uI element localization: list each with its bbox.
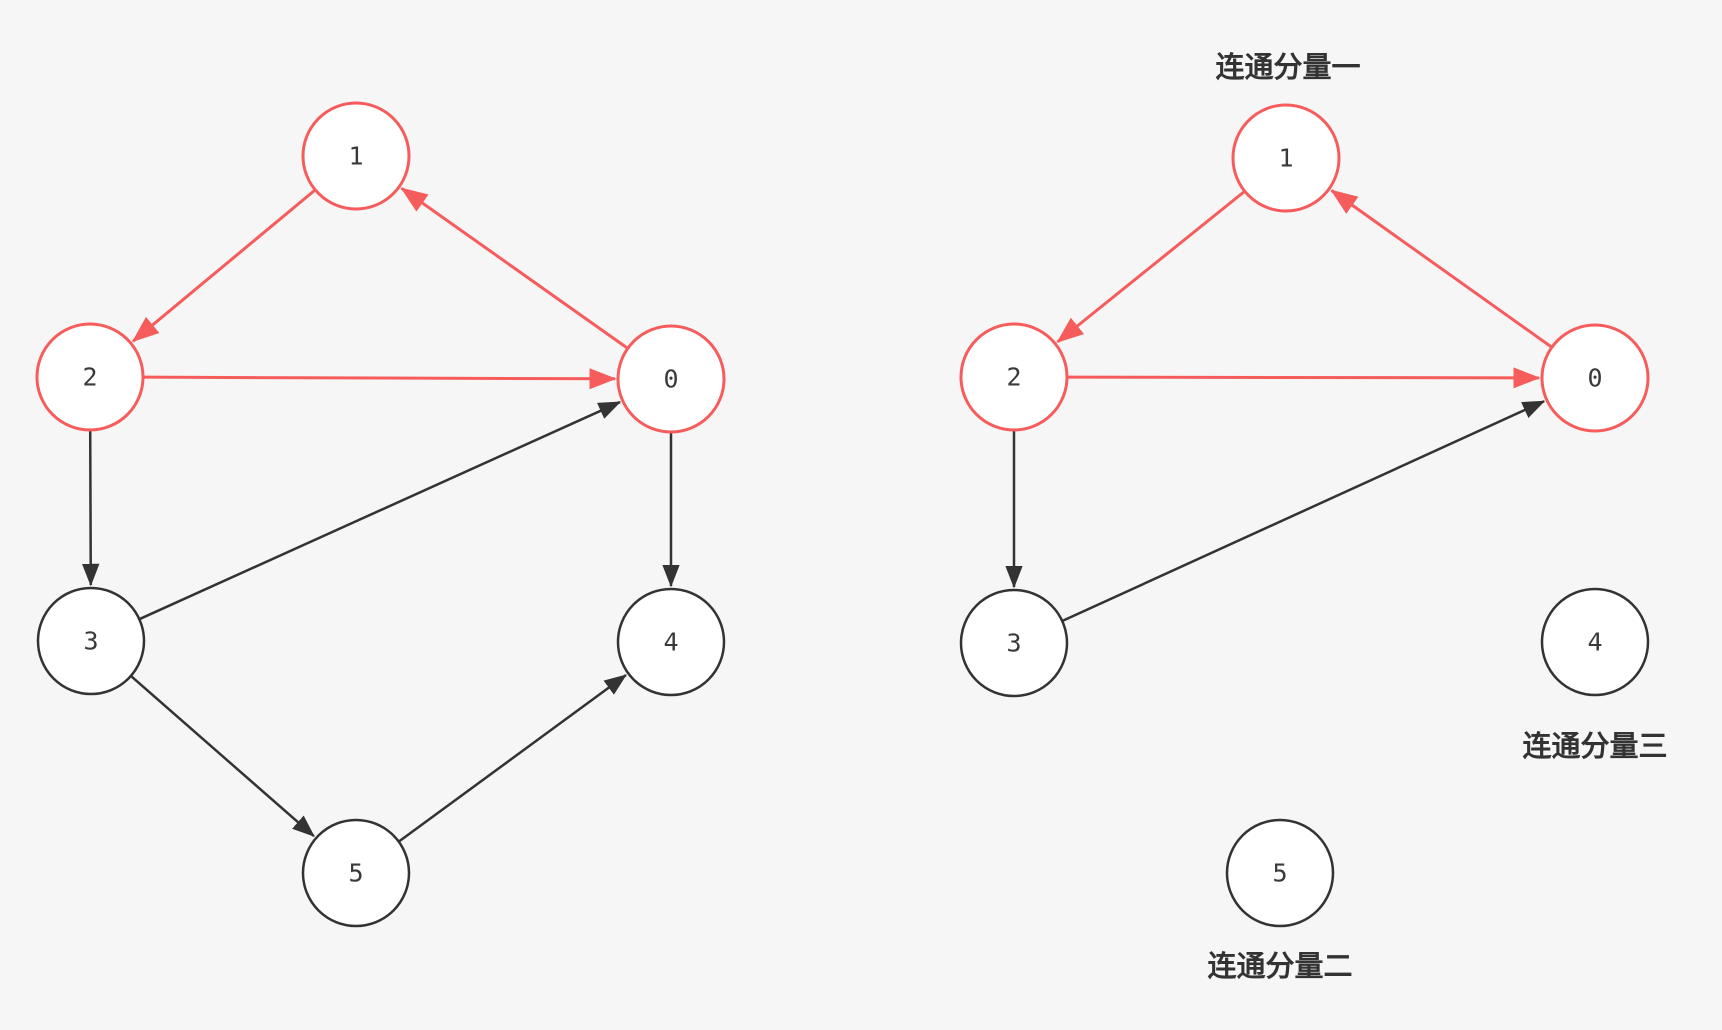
graph-components-node-4-label: 4 bbox=[1587, 628, 1602, 657]
graph-components-node-5-circle bbox=[1225, 818, 1335, 928]
graph-components-node-3: 3 bbox=[959, 588, 1069, 698]
graph-original-node-1-label: 1 bbox=[348, 142, 363, 171]
graph-components-node-0-circle bbox=[1540, 323, 1650, 433]
graph-components-edge-0-1 bbox=[1330, 189, 1553, 349]
graph-original-node-3-label: 3 bbox=[83, 627, 98, 656]
graph-components-node-0-label: 0 bbox=[1587, 364, 1602, 393]
graph-original-edge-3-5 bbox=[130, 674, 315, 838]
graph-original-edge-2-0 bbox=[142, 368, 617, 390]
graph-components-node-0: 0 bbox=[1540, 323, 1650, 433]
graph-components-node-5-label: 5 bbox=[1272, 859, 1287, 888]
graph-components-node-4: 4 bbox=[1540, 587, 1650, 697]
graph-original-node-0-label: 0 bbox=[663, 365, 678, 394]
graph-original-node-4-circle bbox=[616, 587, 726, 697]
component-1-label: 连通分量一 bbox=[1215, 51, 1360, 84]
graph-components-node-2-label: 2 bbox=[1006, 363, 1021, 392]
graph-components-edge-2-0 bbox=[1066, 367, 1541, 389]
graph-original-node-5: 5 bbox=[301, 818, 411, 928]
graph-original-node-1-circle bbox=[301, 101, 411, 211]
graph-components-edge-3-0 bbox=[1061, 400, 1546, 623]
graph-original-edge-5-4 bbox=[398, 674, 627, 843]
graph-original-edge-1-2 bbox=[131, 188, 317, 343]
graph-components-node-2-circle bbox=[959, 322, 1069, 432]
graph-components-edge-1-2 bbox=[1056, 190, 1246, 344]
graph-original-node-0-circle bbox=[616, 324, 726, 434]
graph-original-node-3: 3 bbox=[36, 586, 146, 696]
graph-original-node-0: 0 bbox=[616, 324, 726, 434]
graph-original-node-2: 2 bbox=[35, 322, 145, 432]
graph-original-node-2-circle bbox=[35, 322, 145, 432]
graph-original-node-5-label: 5 bbox=[348, 859, 363, 888]
graph-components-node-1: 1 bbox=[1231, 103, 1341, 213]
graph-components-node-5: 5 bbox=[1225, 818, 1335, 928]
graph-original: 1 2 0 3 4 5 bbox=[35, 101, 726, 928]
graph-components-node-2: 2 bbox=[959, 322, 1069, 432]
graph-original-node-5-circle bbox=[301, 818, 411, 928]
graph-original-node-3-circle bbox=[36, 586, 146, 696]
graph-components-node-3-circle bbox=[959, 588, 1069, 698]
graph-components-node-3-label: 3 bbox=[1006, 629, 1021, 658]
graph-components-node-1-circle bbox=[1231, 103, 1341, 213]
graph-original-node-2-label: 2 bbox=[82, 363, 97, 392]
graph-original-edge-0-1 bbox=[400, 187, 629, 350]
graph-components-node-1-label: 1 bbox=[1278, 144, 1293, 173]
graph-original-node-4: 4 bbox=[616, 587, 726, 697]
graph-components: 1 2 0 3 4 5 bbox=[959, 103, 1650, 928]
component-3-label: 连通分量三 bbox=[1522, 730, 1667, 763]
component-2-label: 连通分量二 bbox=[1207, 950, 1352, 983]
graph-original-node-4-label: 4 bbox=[663, 628, 678, 657]
graph-original-edge-2-3 bbox=[81, 429, 100, 587]
graph-original-node-1: 1 bbox=[301, 101, 411, 211]
graph-original-edge-3-0 bbox=[138, 400, 622, 621]
graph-components-node-4-circle bbox=[1540, 587, 1650, 697]
